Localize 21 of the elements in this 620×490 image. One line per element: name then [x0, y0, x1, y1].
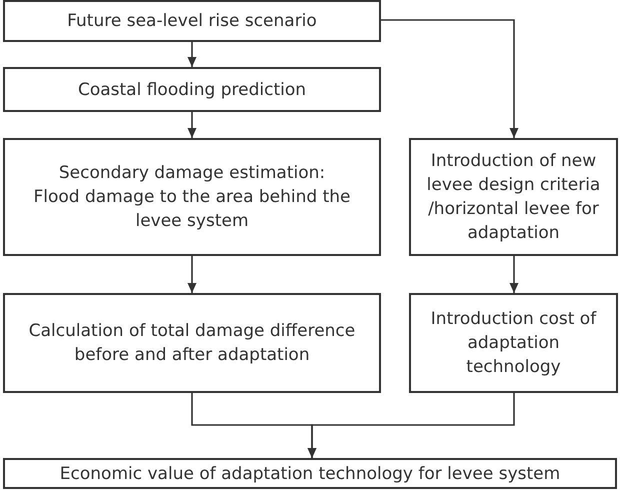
process-box	[3, 138, 381, 256]
arrow	[188, 256, 196, 293]
process-box	[3, 293, 381, 393]
process-box	[409, 293, 618, 393]
arrow	[188, 112, 196, 138]
arrow	[510, 256, 518, 293]
arrow	[308, 393, 515, 458]
step-text: Coastal flooding prediction	[78, 78, 306, 102]
step-text: Secondary damage estimation:	[58, 162, 326, 185]
process-box	[3, 0, 381, 42]
step-text: Economic value of adaptation technology for levee system	[60, 462, 560, 486]
step-text: Calculation of total damage difference before and after adaptation	[28, 320, 356, 367]
arrow	[188, 42, 196, 67]
step-text: Introduction of new levee design criteria /horizontal levee for adaptation	[426, 150, 602, 245]
arrow	[381, 19, 518, 138]
step-text: Introduction cost of adaptation technology	[430, 308, 598, 379]
process-box	[3, 458, 617, 489]
step-text: Flood damage to the area behind the levee system	[32, 186, 352, 233]
step-text: Future sea-level rise scenario	[67, 10, 317, 33]
process-box	[3, 67, 381, 112]
process-box	[409, 138, 618, 256]
